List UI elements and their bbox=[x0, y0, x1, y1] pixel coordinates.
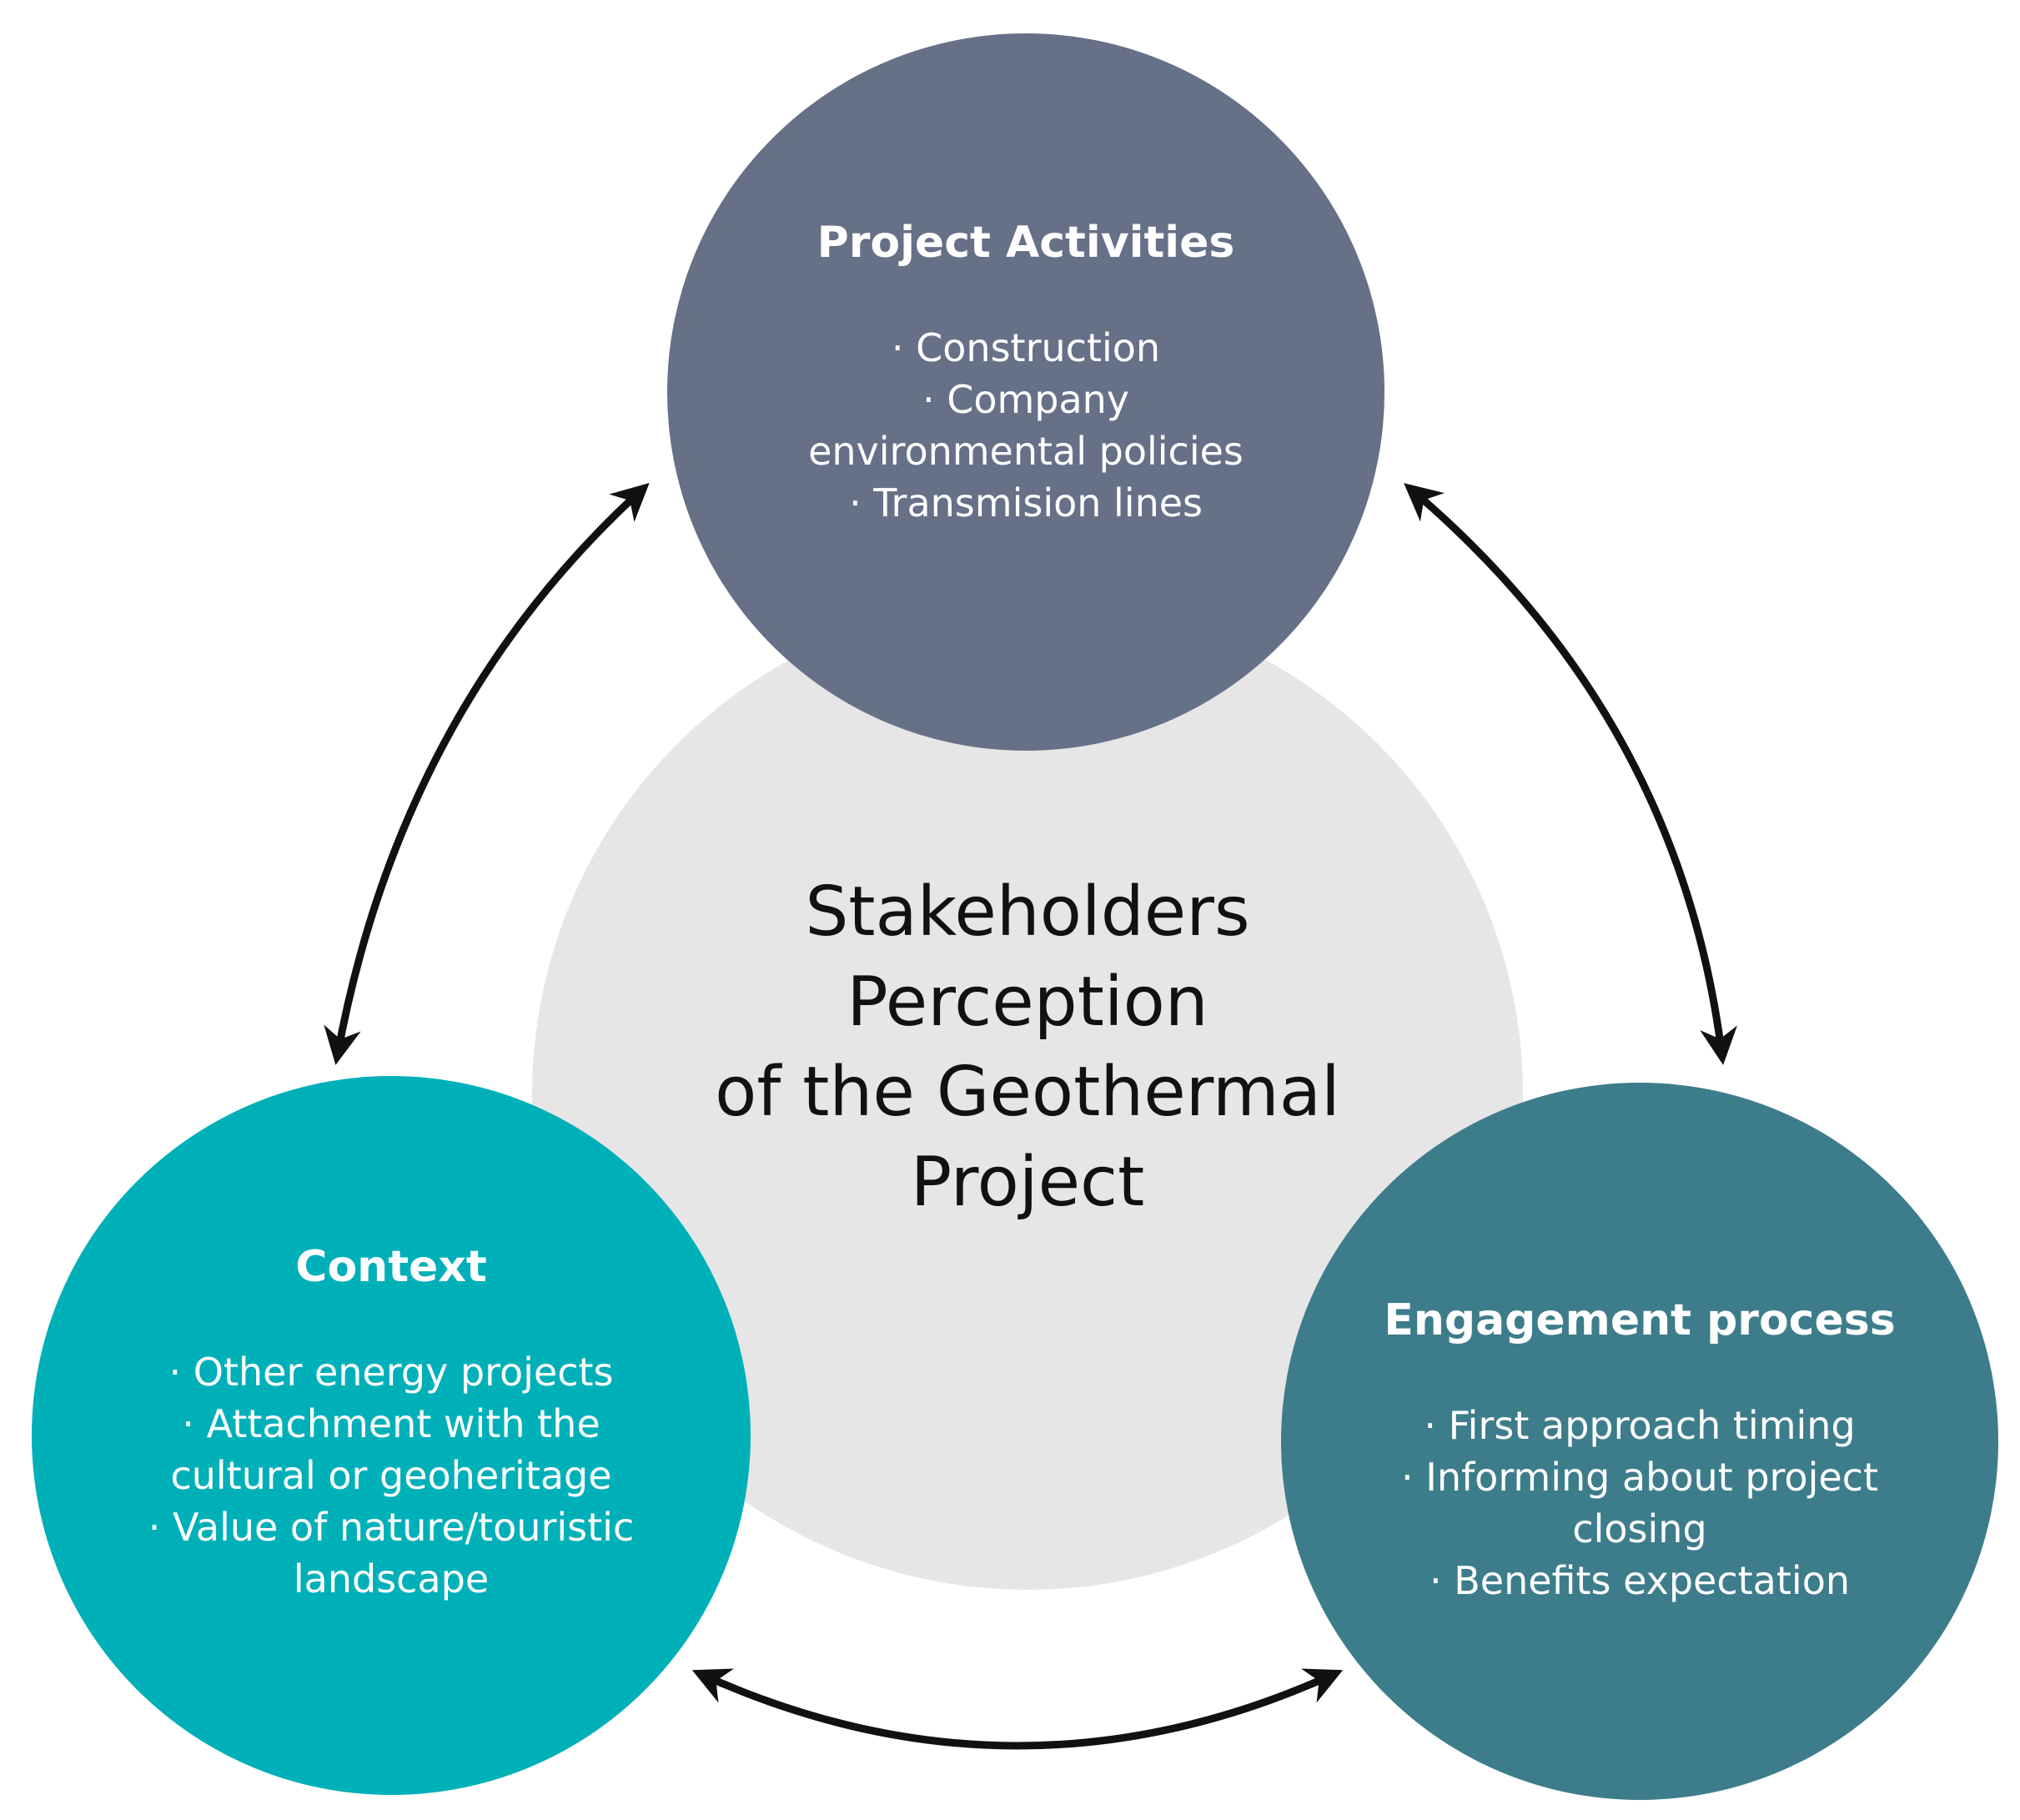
context-title: Context bbox=[295, 1242, 487, 1292]
project-activities-item: · Company bbox=[922, 377, 1130, 422]
context-item: cultural or geoheritage bbox=[170, 1453, 612, 1498]
context-item: · Value of nature/touristic bbox=[148, 1505, 635, 1550]
arrow-context-engagement bbox=[691, 1668, 1344, 1750]
arrow-context-activities bbox=[324, 482, 650, 1065]
engagement-process-circle bbox=[1281, 1083, 1998, 1800]
project-activities-item: environmental policies bbox=[808, 429, 1244, 474]
project-activities-title: Project Activities bbox=[817, 218, 1235, 268]
project-activities-circle bbox=[667, 33, 1384, 751]
context-item: · Attachment with the bbox=[182, 1401, 600, 1446]
center-title-line: Project bbox=[910, 1143, 1145, 1222]
context-list: · Other energy projects · Attachment wit… bbox=[50, 1346, 732, 1605]
project-activities-item: · Construction bbox=[891, 325, 1161, 370]
engagement-process-item: · First approach timing bbox=[1424, 1403, 1856, 1448]
engagement-process-item: · Informing about project bbox=[1401, 1455, 1878, 1500]
context-item: landscape bbox=[293, 1556, 490, 1601]
diagram-center-title: Stakeholders Perception of the Geotherma… bbox=[584, 867, 1471, 1228]
context-circle bbox=[32, 1076, 751, 1795]
center-title-line: Stakeholders bbox=[805, 872, 1250, 952]
engagement-process-item: · Benefits expectation bbox=[1429, 1558, 1850, 1603]
center-title-line: Perception bbox=[847, 963, 1208, 1042]
arrow-activities-engagement bbox=[1404, 483, 1737, 1065]
center-title-line: of the Geothermal bbox=[715, 1053, 1340, 1132]
context-item: · Other energy projects bbox=[168, 1350, 614, 1395]
project-activities-block: Project Activities · Construction · Comp… bbox=[717, 217, 1334, 529]
engagement-process-block: Engagement process · First approach timi… bbox=[1289, 1295, 1990, 1606]
project-activities-list: · Construction · Company environmental p… bbox=[717, 322, 1334, 529]
project-activities-item: · Transmision lines bbox=[848, 480, 1203, 525]
engagement-process-list: · First approach timing · Informing abou… bbox=[1289, 1400, 1990, 1606]
engagement-process-title: Engagement process bbox=[1384, 1295, 1896, 1345]
context-block: Context · Other energy projects · Attach… bbox=[50, 1241, 732, 1605]
engagement-process-item: closing bbox=[1572, 1506, 1707, 1551]
